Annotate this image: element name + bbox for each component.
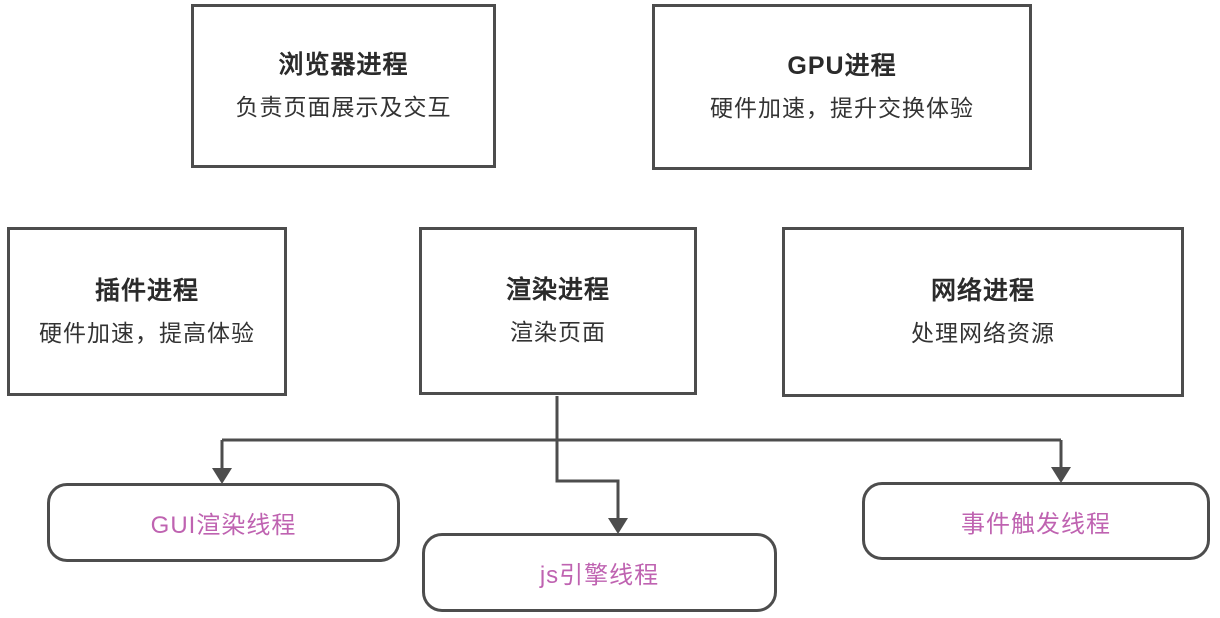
- process-subtitle: 硬件加速，提高体验: [39, 319, 255, 346]
- process-title: 渲染进程: [505, 276, 610, 305]
- arrowhead-to-gui-thread: [212, 468, 232, 484]
- process-title: 网络进程: [930, 277, 1035, 306]
- process-box-network: 网络进程 处理网络资源: [782, 227, 1184, 397]
- process-title: GPU进程: [787, 52, 897, 81]
- process-subtitle: 渲染页面: [510, 319, 606, 346]
- process-box-renderer: 渲染进程 渲染页面: [419, 227, 697, 395]
- process-subtitle: 硬件加速，提升交换体验: [710, 95, 974, 122]
- arrowhead-to-js-thread: [608, 518, 628, 534]
- thread-box-js-engine: js引擎线程: [422, 533, 777, 612]
- process-box-plugin: 插件进程 硬件加速，提高体验: [7, 227, 287, 396]
- process-subtitle: 负责页面展示及交互: [235, 94, 452, 121]
- process-subtitle: 处理网络资源: [911, 320, 1055, 347]
- thread-box-gui-render: GUI渲染线程: [47, 483, 400, 562]
- thread-label: js引擎线程: [539, 562, 660, 589]
- thread-label: GUI渲染线程: [150, 512, 297, 539]
- process-title: 浏览器进程: [278, 51, 409, 80]
- arrowhead-to-event-thread: [1051, 467, 1071, 483]
- thread-box-event-trigger: 事件触发线程: [862, 482, 1210, 560]
- process-box-gpu: GPU进程 硬件加速，提升交换体验: [652, 4, 1032, 170]
- thread-label: 事件触发线程: [961, 510, 1111, 538]
- process-box-browser: 浏览器进程 负责页面展示及交互: [191, 4, 496, 168]
- process-title: 插件进程: [94, 276, 199, 305]
